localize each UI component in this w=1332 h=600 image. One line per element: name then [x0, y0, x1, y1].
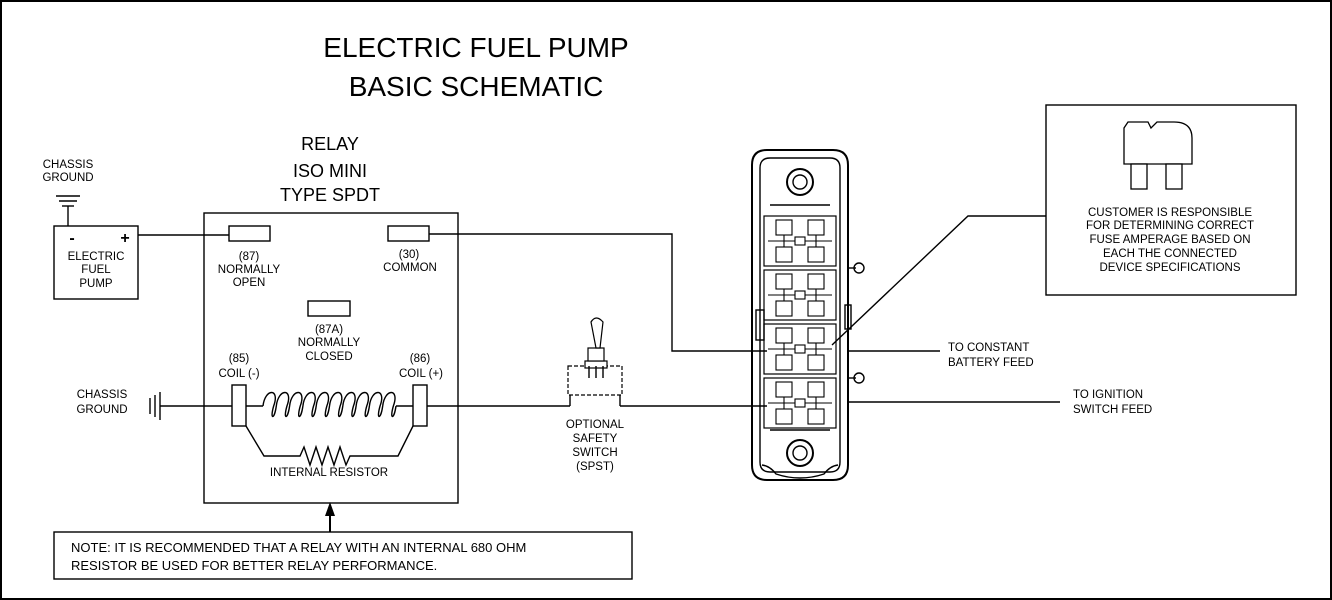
fuse-note-line-3: FUSE AMPERAGE BASED ON: [1089, 234, 1250, 246]
fuse-slot-3: [763, 323, 837, 375]
fuse-note-line-2: FOR DETERMINING CORRECT: [1086, 220, 1254, 232]
note-line-1: NOTE: IT IS RECOMMENDED THAT A RELAY WIT…: [71, 540, 526, 555]
pin-87-terminal: [228, 225, 271, 242]
title-line-2: BASIC SCHEMATIC: [349, 71, 604, 102]
pin-87a-number: (87A): [315, 324, 343, 336]
switch-label-3: SWITCH: [572, 447, 617, 459]
relay-heading-2: ISO MINI: [293, 161, 367, 181]
pin-87a-label-2: CLOSED: [305, 351, 352, 363]
pump-label-1: ELECTRIC: [68, 251, 125, 263]
pump-plus-terminal: +: [120, 230, 129, 247]
pin-30-label: COMMON: [383, 262, 437, 274]
fuse-block: [751, 149, 852, 481]
relay-coil: [246, 391, 413, 418]
pin-85-label: COIL (-): [218, 368, 259, 380]
fuse-block-tab-upper: [848, 262, 865, 274]
internal-resistor: [245, 425, 414, 468]
relay-heading-1: RELAY: [301, 134, 359, 154]
note-arrow-head: [325, 502, 335, 516]
relay-heading-3: TYPE SPDT: [280, 185, 380, 205]
battery-feed-label-1: TO CONSTANT: [948, 342, 1029, 354]
top-ground-label-2: GROUND: [42, 172, 93, 184]
blade-fuse-icon: [1123, 121, 1193, 190]
fuse-slot-1: [763, 215, 837, 267]
fuse-note-line-1: CUSTOMER IS RESPONSIBLE: [1088, 207, 1252, 219]
fuse-note-box: [1045, 104, 1297, 296]
fuse-slot-4: [763, 377, 837, 429]
fuse-note-leader: [831, 215, 1046, 346]
fuel-pump-box: [53, 225, 139, 300]
pump-label-3: PUMP: [79, 278, 113, 290]
pin-30-number: (30): [399, 249, 420, 261]
left-chassis-ground-symbol: [149, 392, 232, 420]
switch-label-1: OPTIONAL: [566, 419, 625, 431]
pump-minus-terminal: -: [69, 230, 74, 247]
note-box: [53, 531, 633, 580]
pin-87a-terminal: [307, 300, 351, 317]
fuse-slot-2: [763, 269, 837, 321]
title-line-1: ELECTRIC FUEL PUMP: [323, 32, 628, 63]
pin-85-number: (85): [229, 353, 250, 365]
fuse-note-line-5: DEVICE SPECIFICATIONS: [1099, 262, 1240, 274]
wire-30-to-fuse: [429, 233, 767, 352]
switch-label-2: SAFETY: [573, 433, 618, 445]
left-ground-label-1: CHASSIS: [77, 389, 128, 401]
ignition-feed-label-1: TO IGNITION: [1073, 389, 1143, 401]
pin-86-terminal: [412, 384, 428, 427]
pump-label-2: FUEL: [81, 264, 111, 276]
safety-switch-toggle-icon: [567, 317, 623, 406]
pin-86-number: (86): [410, 353, 431, 365]
pin-87-number: (87): [239, 251, 260, 263]
pin-87-label-1: NORMALLY: [218, 264, 281, 276]
left-ground-label-2: GROUND: [76, 404, 127, 416]
ignition-feed-label-2: SWITCH FEED: [1073, 404, 1152, 416]
pin-85-terminal: [231, 384, 247, 427]
note-line-2: RESISTOR BE USED FOR BETTER RELAY PERFOR…: [71, 558, 437, 573]
pin-87-label-2: OPEN: [233, 277, 266, 289]
battery-feed-label-2: BATTERY FEED: [948, 357, 1034, 369]
internal-resistor-label: INTERNAL RESISTOR: [270, 467, 388, 479]
top-chassis-ground-symbol: [56, 195, 80, 226]
pin-87a-label-1: NORMALLY: [298, 337, 361, 349]
pin-30-terminal: [387, 225, 430, 242]
relay-box: [203, 212, 459, 504]
pin-86-label: COIL (+): [399, 368, 443, 380]
top-ground-label-1: CHASSIS: [43, 159, 94, 171]
switch-label-4: (SPST): [576, 461, 614, 473]
fuse-block-tab-lower: [848, 372, 865, 384]
fuse-note-line-4: EACH THE CONNECTED: [1103, 248, 1237, 260]
